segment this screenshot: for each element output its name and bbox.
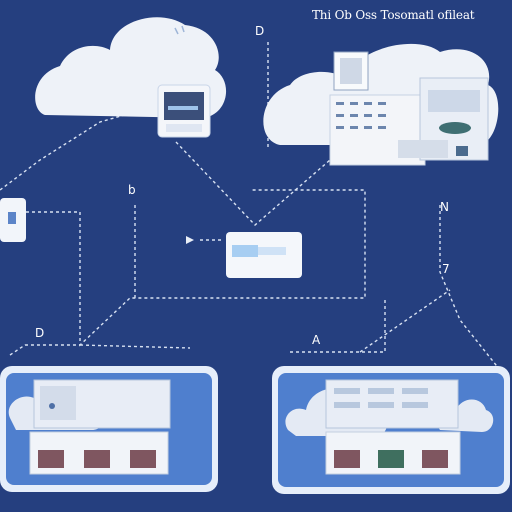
label-bottom-right: A (312, 333, 321, 347)
server-icon (157, 84, 211, 138)
label-left-middle: b (128, 183, 136, 197)
label-right-upper: N (440, 200, 449, 214)
datacenter-icon (329, 51, 489, 166)
device-icon (0, 198, 26, 242)
label-right-lower: 7 (442, 262, 450, 276)
diagram-title: Thi Ob Oss Tosomatl ofileat (312, 8, 475, 22)
building-icon (29, 379, 171, 475)
label-bottom-left: D (35, 326, 45, 340)
connector-lines (0, 42, 501, 371)
label-top-middle: D (255, 24, 265, 38)
router-icon (186, 232, 302, 278)
building-icon-right (325, 379, 461, 475)
